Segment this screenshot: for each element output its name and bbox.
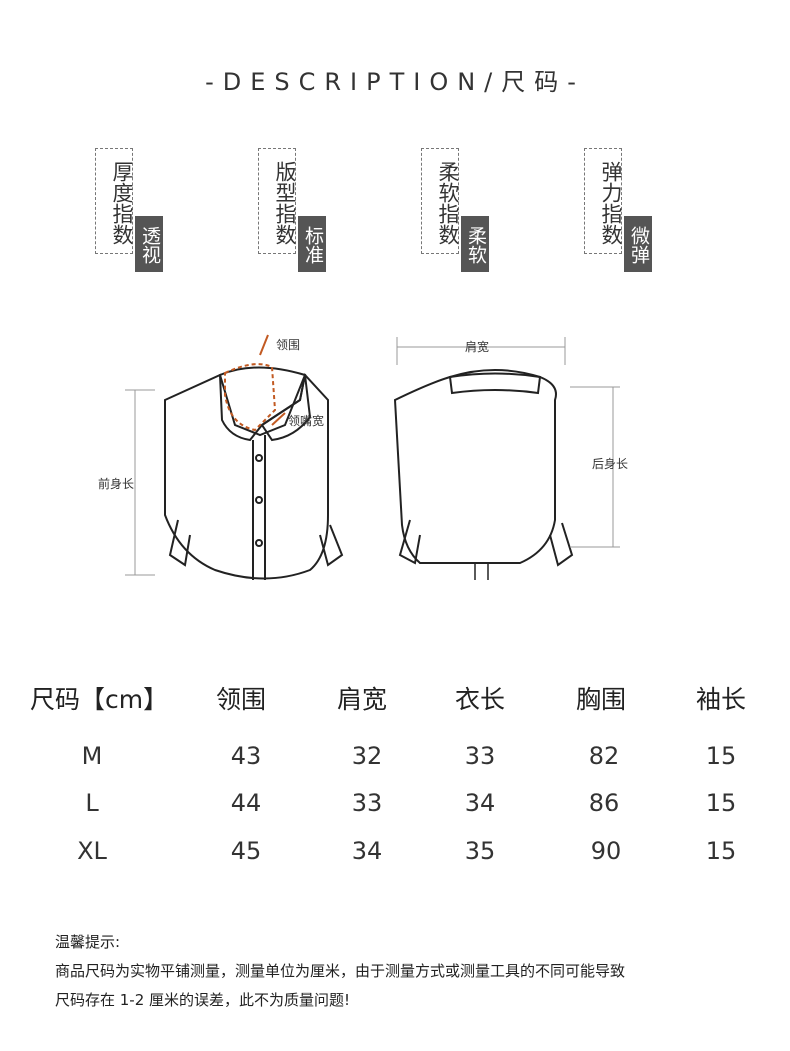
index-value: 透视: [135, 216, 163, 272]
label-collar-circ: 领围: [276, 338, 300, 352]
cell-size: XL: [77, 837, 107, 865]
cell-collar: 44: [230, 789, 262, 817]
cell-chest: 90: [590, 837, 622, 865]
table-row: XL 45 34 35 90 15: [0, 837, 790, 877]
tips-line-2: 尺码存在 1-2 厘米的误差，此不为质量问题!: [55, 991, 351, 1009]
index-label: 弹力指数: [599, 161, 623, 245]
cell-collar: 45: [230, 837, 262, 865]
back-collar-drawing: [393, 369, 574, 580]
page-title: -DESCRIPTION/尺码-: [205, 68, 585, 96]
table-header-row: 尺码【cm】 领围 肩宽 衣长 胸围 袖长: [0, 680, 790, 720]
label-back-length: 后身长: [592, 456, 628, 471]
index-label-box: 弹力指数: [584, 148, 623, 254]
cell-shoulder: 33: [351, 789, 383, 817]
button-3: [255, 539, 263, 547]
cell-sleeve: 15: [705, 742, 737, 770]
collar-diagram: 领围 领嘴宽 前身长 肩宽 后身长: [98, 334, 628, 580]
cell-length: 35: [464, 837, 496, 865]
cell-size: L: [85, 789, 99, 817]
cell-size: M: [81, 742, 103, 770]
index-label-box: 版型指数: [258, 148, 297, 254]
cell-sleeve: 15: [705, 789, 737, 817]
index-elasticity: 弹力指数 微弹: [584, 148, 664, 273]
index-thickness: 厚度指数 透视: [95, 148, 175, 273]
index-label: 版型指数: [273, 161, 297, 245]
cell-collar: 43: [230, 742, 262, 770]
label-front-length: 前身长: [98, 476, 134, 491]
header-length: 衣长: [454, 685, 505, 714]
table-row: L 44 33 34 86 15: [0, 789, 790, 829]
back-body-outline: [393, 372, 557, 564]
table-row: M 43 32 33 82 15: [0, 742, 790, 782]
cell-length: 34: [464, 789, 496, 817]
back-tab-left: [398, 519, 421, 565]
label-collar-width: 领嘴宽: [288, 413, 324, 428]
collar-width-pointer: [271, 412, 286, 426]
header-sleeve: 袖长: [695, 685, 746, 714]
button-2: [255, 496, 263, 504]
front-collar-right: [260, 374, 312, 442]
collar-circ-pointer: [259, 334, 269, 356]
index-value: 微弹: [624, 216, 652, 272]
cell-length: 33: [464, 742, 496, 770]
front-collar-left: [218, 366, 307, 442]
collar-circ-highlight: [224, 363, 277, 432]
back-length-dimension: [570, 386, 620, 548]
header-collar: 领围: [215, 685, 266, 714]
front-tab-left: [168, 519, 191, 567]
label-shoulder-width: 肩宽: [465, 339, 489, 354]
index-value: 标准: [298, 216, 326, 272]
index-label-box: 厚度指数: [95, 148, 134, 254]
index-label-box: 柔软指数: [421, 148, 460, 254]
fabric-indices: 厚度指数 透视 版型指数 标准 柔软指数 柔软 弹力指数 微弹: [0, 148, 790, 278]
front-body-outline: [164, 373, 329, 580]
index-fit: 版型指数 标准: [258, 148, 338, 273]
cell-sleeve: 15: [705, 837, 737, 865]
front-collar-drawing: [164, 366, 344, 580]
tips-line-1: 商品尺码为实物平铺测量，测量单位为厘米，由于测量方式或测量工具的不同可能导致: [55, 962, 626, 980]
back-collar: [448, 369, 542, 395]
cell-shoulder: 32: [351, 742, 383, 770]
front-length-dimension: [125, 389, 155, 576]
header-size: 尺码【cm】: [30, 685, 169, 714]
cell-chest: 86: [588, 789, 620, 817]
cell-chest: 82: [588, 742, 620, 770]
index-softness: 柔软指数 柔软: [421, 148, 501, 273]
tips-heading: 温馨提示:: [55, 933, 121, 951]
index-label: 厚度指数: [110, 161, 134, 245]
index-value: 柔软: [461, 216, 489, 272]
index-label: 柔软指数: [436, 161, 460, 245]
front-tab-right: [319, 524, 344, 567]
header-shoulder: 肩宽: [336, 685, 387, 714]
button-1: [255, 454, 263, 462]
cell-shoulder: 34: [351, 837, 383, 865]
back-tab-right: [549, 522, 574, 567]
header-chest: 胸围: [575, 685, 626, 714]
tips-section: 温馨提示: 商品尺码为实物平铺测量，测量单位为厘米，由于测量方式或测量工具的不同…: [55, 928, 775, 1015]
shoulder-width-dimension: [396, 337, 566, 365]
